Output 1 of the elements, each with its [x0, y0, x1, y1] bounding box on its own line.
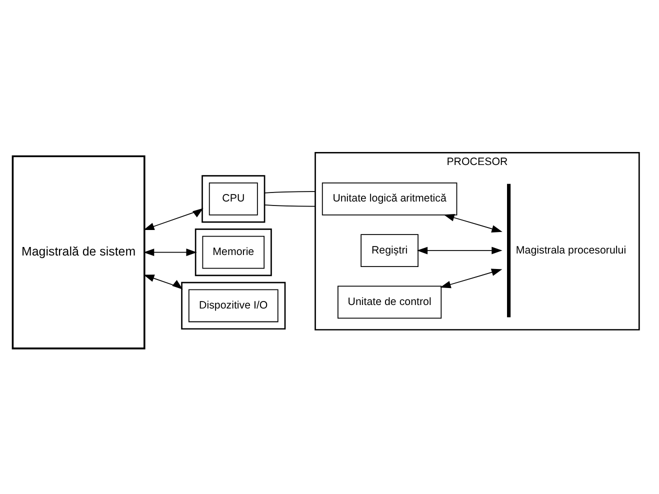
node-label: Magistrala procesorului: [516, 244, 626, 256]
